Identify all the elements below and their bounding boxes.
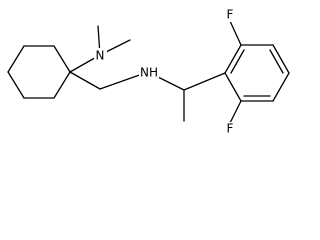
aryl-bond-6 xyxy=(224,72,242,102)
c-ch2-bond xyxy=(69,71,101,90)
amine-linker xyxy=(69,71,226,122)
aryl-bond-4 xyxy=(272,72,290,102)
ring-bond-4 xyxy=(7,71,25,99)
nh-label-bg xyxy=(139,65,159,79)
ch-aryl-bond xyxy=(183,72,226,91)
aryl-double-bond-1 xyxy=(230,49,245,74)
atom-labels: N NH F F xyxy=(94,8,236,136)
nh-label: NH xyxy=(140,66,158,80)
cyclohexane-ring xyxy=(7,45,71,99)
f-top-label-bg xyxy=(224,8,236,22)
aryl-bond-1 xyxy=(224,44,242,74)
fluorine-top-label: F xyxy=(227,8,234,22)
c-f-bottom-bond xyxy=(229,100,242,124)
n-label-bg xyxy=(94,48,107,62)
aryl-bond-3 xyxy=(272,44,290,74)
structure-canvas: N NH F F xyxy=(7,8,290,136)
ring-bond-3 xyxy=(7,45,25,73)
dimethyl-n-label: N xyxy=(96,49,105,63)
aryl-double-bond-2 xyxy=(269,49,284,74)
ring-bond-1 xyxy=(53,45,71,73)
c-f-top-bond xyxy=(229,20,242,46)
fluorine-bottom-label: F xyxy=(227,122,234,136)
f-bottom-label-bg xyxy=(224,122,236,136)
difluorophenyl-ring xyxy=(224,20,290,124)
molecule-diagram: N NH F F xyxy=(7,8,290,136)
ring-bond-6 xyxy=(53,71,71,99)
